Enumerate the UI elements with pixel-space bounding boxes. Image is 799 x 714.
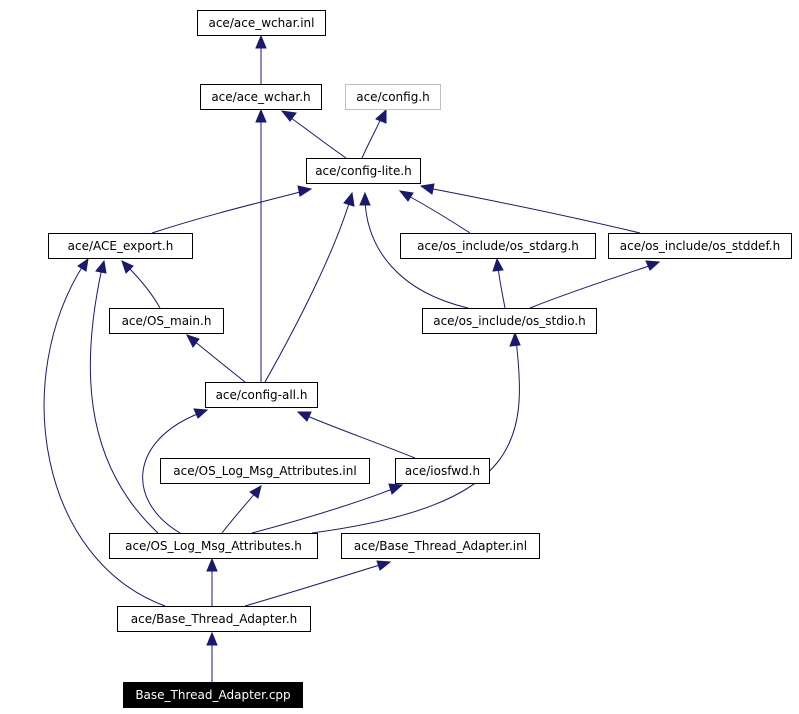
- arrow-head: [359, 191, 371, 206]
- node-log-msg-attributes-inl[interactable]: ace/OS_Log_Msg_Attributes.inl: [160, 458, 370, 484]
- edge-log-msg-attr-h-to-inl: [221, 491, 257, 534]
- node-os-stdarg-h[interactable]: ace/os_include/os_stdarg.h: [400, 233, 596, 259]
- node-iosfwd-h[interactable]: ace/iosfwd.h: [395, 458, 490, 484]
- arrow-head: [77, 257, 89, 272]
- node-log-msg-attributes-h[interactable]: ace/OS_Log_Msg_Attributes.h: [109, 533, 318, 559]
- node-ace-wchar-inl[interactable]: ace/ace_wchar.inl: [197, 10, 326, 36]
- edge-os-stdio-to-config-lite: [364, 199, 469, 309]
- arrow-head: [509, 331, 521, 347]
- edge-os-stdio-to-os-stdarg: [497, 265, 506, 309]
- node-os-stdio-h[interactable]: ace/os_include/os_stdio.h: [422, 308, 597, 334]
- node-ace-wchar-h[interactable]: ace/ace_wchar.h: [200, 84, 322, 110]
- edge-log-msg-attr-h-to-ace-export: [89, 267, 159, 534]
- arrow-head: [255, 108, 267, 123]
- edge-iosfwd-to-config-all: [304, 414, 416, 459]
- arrow-head: [280, 110, 297, 122]
- edge-base-thread-h-to-inl: [244, 563, 384, 607]
- node-os-main-h[interactable]: ace/OS_main.h: [109, 308, 224, 334]
- edge-log-msg-attr-h-to-iosfwd: [251, 487, 396, 534]
- arrow-head: [375, 108, 387, 124]
- arrow-head: [645, 260, 661, 271]
- node-os-stddef-h[interactable]: ace/os_include/os_stddef.h: [608, 233, 792, 259]
- arrow-head: [297, 185, 313, 197]
- edge-os-stddef-to-config-lite: [427, 187, 641, 234]
- arrow-head: [255, 34, 267, 49]
- arrow-head: [206, 557, 218, 572]
- arrow-head: [249, 485, 262, 499]
- node-base-thread-adapter-h[interactable]: ace/Base_Thread_Adapter.h: [117, 606, 311, 632]
- edge-config-lite-to-config-h: [361, 115, 383, 159]
- edge-log-msg-attr-h-to-os-stdio: [311, 339, 520, 534]
- edge-ace-export-to-config-lite: [151, 190, 305, 234]
- arrow-head: [296, 411, 312, 422]
- edge-config-lite-to-ace-wchar-h: [287, 115, 347, 159]
- edge-config-all-to-config-lite: [264, 199, 351, 383]
- node-config-h: ace/config.h: [345, 84, 441, 110]
- arrow-head: [419, 183, 435, 195]
- edge-os-main-to-ace-export: [126, 265, 161, 309]
- arrow-head: [193, 408, 209, 419]
- arrow-head: [121, 260, 134, 274]
- arrow-head: [343, 191, 355, 207]
- node-base-thread-adapter-cpp: Base_Thread_Adapter.cpp: [123, 682, 303, 708]
- arrow-head: [388, 483, 404, 495]
- node-config-lite-h[interactable]: ace/config-lite.h: [306, 158, 421, 184]
- edge-log-msg-attr-h-to-config-all: [142, 412, 201, 534]
- node-ace-export-h[interactable]: ace/ACE_export.h: [48, 233, 193, 259]
- node-config-all-h[interactable]: ace/config-all.h: [205, 382, 318, 408]
- arrow-head: [95, 259, 107, 274]
- arrow-head: [206, 631, 218, 646]
- arrow-head: [492, 257, 504, 272]
- edge-os-stdarg-to-config-lite: [406, 194, 471, 234]
- arrow-head: [376, 560, 392, 571]
- arrow-head: [186, 334, 200, 348]
- arrow-head: [398, 190, 414, 202]
- edge-base-thread-h-to-ace-export: [43, 263, 166, 607]
- edge-config-all-to-os-main: [192, 339, 246, 383]
- node-base-thread-adapter-inl[interactable]: ace/Base_Thread_Adapter.inl: [341, 533, 540, 559]
- edge-os-stdio-to-os-stddef: [529, 264, 653, 309]
